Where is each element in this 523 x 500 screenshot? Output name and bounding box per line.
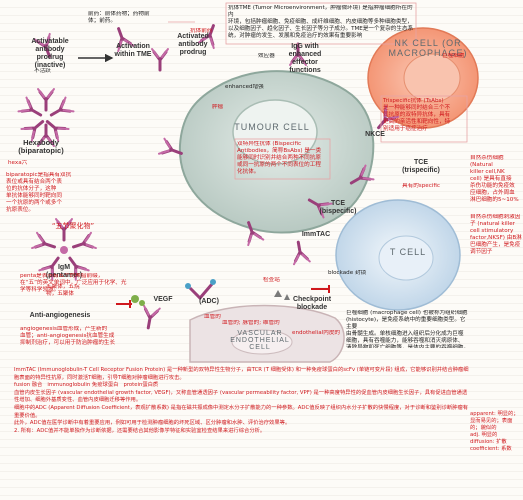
note-checkpoint: 检查站 (263, 277, 280, 283)
label-checkpoint: Checkpoint blockade (292, 296, 332, 311)
note-tme: 抗体TME (Tumor Microenvironment，肿瘤微环境) 是指肿… (228, 5, 414, 39)
note-protein: protein蛋白质 (123, 382, 159, 389)
side-notes: apparent: 明显的； 显而易见的；表面 的；貌似的 adj. 明显的 d… (470, 411, 519, 452)
label-vegf: VEGF (153, 296, 173, 303)
tumour-cell-title: TUMOUR CELL (234, 122, 310, 132)
note-adc: 细胞中的ADC (Apparent Diffusion Coefficient，… (14, 404, 469, 419)
note-fusion: fusion 融合 (14, 382, 43, 389)
note-inactive: 不活跃 (34, 68, 51, 74)
nk-nucleus (403, 53, 461, 103)
note-biparatopic: biparatopic是指具有双抗 表位或具有结合两个表 位的抗体分子，这种 单… (6, 172, 72, 213)
note-vegf: 血管内皮生长因子 (vascular endothelial growth fa… (14, 389, 468, 404)
note-adc-use: 此外，ADC值在医学诊断中有着重要应用，例如可用于检测肿瘤细胞的坏死区域、区分肿… (14, 420, 291, 427)
label-activatable-prodrug: Activatable antibody prodrug (inactive) (31, 38, 69, 69)
checkpoint-antibody (288, 239, 312, 266)
note-angiogenesis: angiogenesis血管形成，产生新的 血管；anti-angiogenes… (20, 326, 116, 346)
vascular-cell-title: VASCULAR ENDOTHELIAL CELL (230, 330, 290, 351)
t-cell-title: T CELL (389, 247, 427, 257)
note-trispecific: Trispecific抗体 (TsAbs) 是一种能够同时结合三个不 同抗原的双… (383, 98, 451, 132)
note-vessel: 血管的 (204, 314, 221, 320)
vegf-dots (131, 295, 139, 303)
note-immtac: ImmTAC (Immunoglobulin-T Cell Receptor F… (14, 367, 469, 381)
note-immunoglobulin: immunoglobulin 免疫球蛋白 (47, 382, 119, 389)
igm-pentamer (30, 217, 98, 282)
note-antibody-prodrug: 抗体前药 (190, 28, 213, 34)
bottom-notes: ImmTAC (Immunoglobulin-T Cell Receptor F… (14, 367, 469, 435)
note-penta: penta是表示有五个的希腊前缀， 在“五”的英文单词中，广泛应用于化学、光 学… (20, 273, 127, 293)
hexabody-1 (36, 87, 56, 112)
note-bispecific: 双特异性抗体 (Bispecific Antibodies，简称BsAbs) 是… (237, 141, 322, 175)
note-natural-killer: 自然杀伤细胞 (Natural killer cell,NK cell) 是具有… (470, 155, 519, 203)
label-anti-angiogenesis: Anti-angiogenesis (29, 312, 91, 319)
note-effect: 效应器 (258, 53, 275, 59)
note-macrophage: 巨噬细胞 (442, 53, 465, 59)
label-hexabody: Hexabody (biparatopic) (18, 138, 64, 155)
tumour-nucleus (232, 99, 318, 165)
label-nkce: NKCE (365, 131, 385, 138)
note-nk-factor: 自然杀伤细胞刺激因 子 (natural killer cell stimula… (470, 214, 522, 255)
note-enhanced: enhanced增强 (225, 84, 264, 90)
note-fusion-row: fusion 融合 immunoglobulin 免疫球蛋白 protein蛋白… (14, 382, 469, 390)
label-activated-prodrug: Activated antibody prodrug (177, 33, 209, 56)
note-pentamer: 五聚体，五烷 物，五聚体 (46, 284, 80, 297)
note-hexa: hexa六 (8, 160, 28, 166)
label-igg-enhanced: IgG with enhanced effector functions (288, 43, 322, 74)
label-adc: (ADC) (199, 298, 219, 305)
note-prodrug: 前药：前体药物；药物前 体；前药。 (88, 11, 150, 24)
t-nucleus (378, 235, 434, 281)
note-blockade: blockade 封锁 (328, 270, 367, 276)
note-tumour: 肿瘤 (212, 104, 224, 110)
note-specific: 具有的specific (402, 183, 440, 189)
note-vascular-word: 血管的; 脉管的; 维管的 (222, 320, 280, 326)
label-igm-pentamer: IgM (pentamer) (45, 264, 83, 279)
label-activation-tme: Activation within TME (114, 43, 152, 58)
label-immtac: ImmTAC (301, 231, 331, 238)
label-five-chain: “五节聚化物” (51, 222, 95, 230)
note-adc-caution: 2. 所有：ADC值并不能单独作为诊断依据，还需要结合其他影像学特征和实验室检查… (14, 427, 266, 434)
label-tce-trispecific: TCE (trispecific) (402, 159, 440, 174)
note-endothelial: endothelial内皮的 (292, 330, 341, 336)
nk-cell-title: NK CELL (OR MACROPHAGE) (388, 38, 468, 58)
note-macrophage-def: 巨噬细胞 (macrophage cell) 也被称为组织细胞 (histocy… (346, 310, 470, 348)
label-tce-bispecific: TCE (bispecific) (319, 200, 357, 215)
